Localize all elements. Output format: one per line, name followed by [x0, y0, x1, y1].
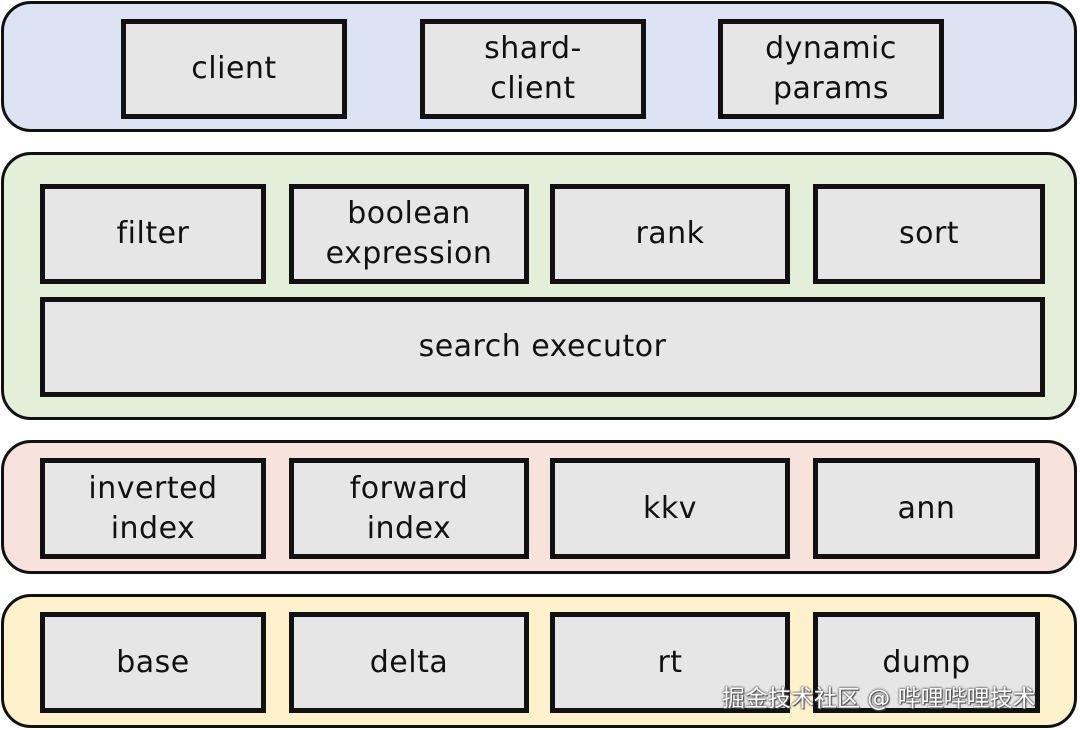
ann-box: ann	[813, 458, 1040, 559]
boolean-expression-box: boolean expression	[289, 184, 529, 284]
client-box: client	[121, 19, 347, 119]
dynamic-params-box: dynamic params	[718, 19, 944, 119]
client-layer: client shard- client dynamic params	[1, 1, 1077, 132]
kkv-box: kkv	[550, 458, 790, 559]
filter-box: filter	[40, 184, 266, 284]
rank-box: rank	[550, 184, 790, 284]
delta-box: delta	[289, 612, 529, 713]
data-layer: base delta rt dump	[1, 594, 1077, 728]
search-executor-box: search executor	[40, 297, 1045, 397]
search-engine-layer: filter boolean expression rank sort sear…	[1, 152, 1077, 420]
shard-client-box: shard- client	[420, 19, 646, 119]
forward-index-box: forward index	[289, 458, 529, 559]
index-layer: inverted index forward index kkv ann	[1, 440, 1077, 574]
sort-box: sort	[813, 184, 1045, 284]
inverted-index-box: inverted index	[40, 458, 266, 559]
dump-box: dump	[813, 612, 1040, 713]
rt-box: rt	[550, 612, 790, 713]
watermark-text: 掘金技术社区 @ 哔哩哔哩技术	[722, 686, 1036, 712]
base-box: base	[40, 612, 266, 713]
